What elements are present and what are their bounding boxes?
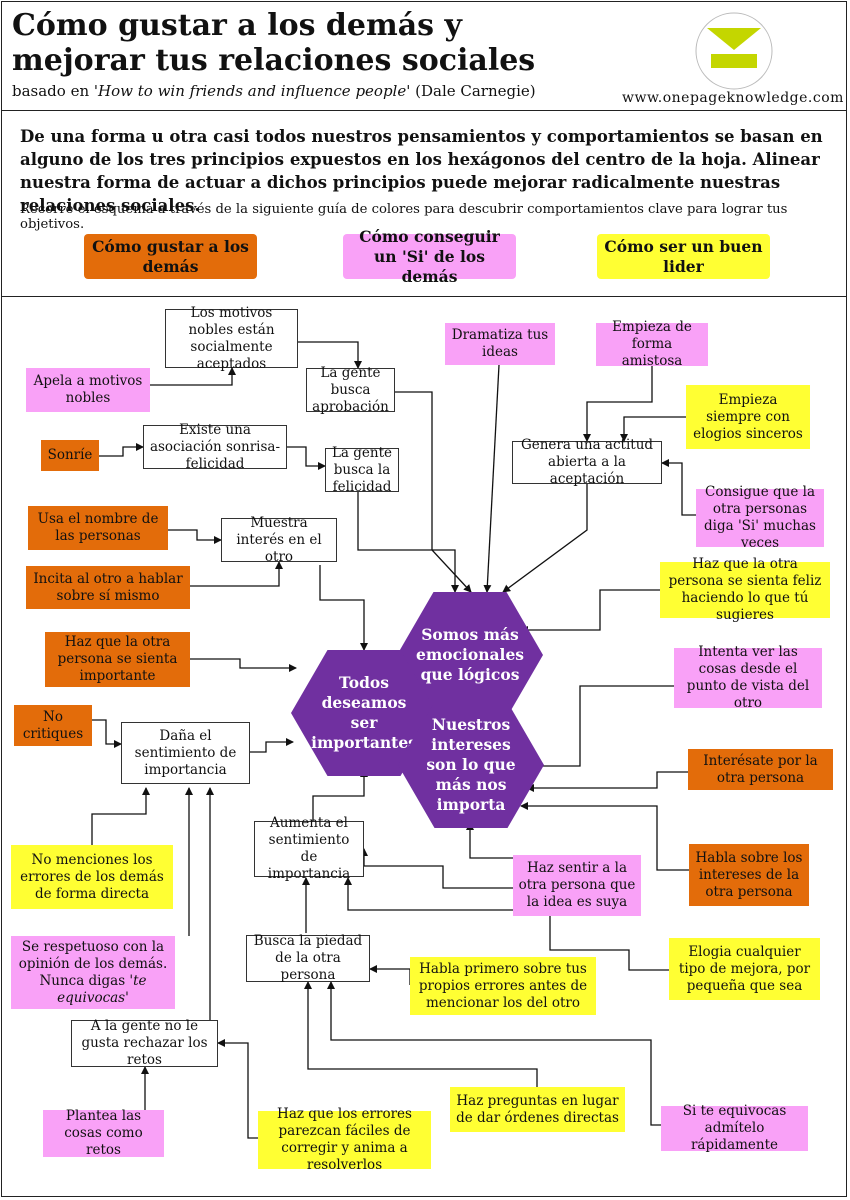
onepageknowledge-logo-icon [695,12,773,90]
node-incita: Incita al otro a hablar sobre sí mismo [26,566,190,609]
node-respetuoso: Se respetuoso con la opinión de los demá… [11,936,175,1009]
edge [502,484,588,593]
edge [91,787,150,845]
node-respetuoso-text: Se respetuoso con la opinión de los demá… [15,939,171,1007]
node-amistosa: Empieza de forma amistosa [596,319,708,369]
node-respetuoso-line1: Se respetuoso con la opinión de los demá… [18,938,168,989]
node-habla-primero: Habla primero sobre tus propios errores … [410,957,596,1015]
node-sonrie: Sonríe [41,440,99,471]
node-aprobacion: La gente busca aprobación [306,365,395,415]
node-plantea: Plantea las cosas como retos [43,1108,164,1158]
node-nombre: Usa el nombre de las personas [28,506,168,550]
node-no-menciones: No menciones los errores de los demás de… [11,845,173,909]
edge [298,341,362,369]
edge [190,658,297,672]
edge [304,981,538,1087]
edge [150,367,236,386]
legend-pink: Cómo conseguir un 'Si' de los demás [343,227,516,286]
edge [190,561,283,587]
edge [217,1039,258,1139]
node-actitud: Genera una actitud abierta a la aceptaci… [512,437,662,487]
edge [529,685,674,770]
legend-orange: Cómo gustar a los demás [84,234,257,279]
node-elogia: Elogia cualquier tipo de mejora, por peq… [669,938,820,1000]
edge [661,459,696,516]
node-habla-intereses: Habla sobre los intereses de la otra per… [689,844,809,906]
node-elogios: Empieza siempre con elogios sinceros [686,385,810,449]
intro-text: De una forma u otra casi todos nuestros … [20,127,823,215]
edge [395,391,472,593]
author: (Dale Carnegie) [410,82,536,100]
node-preguntas: Haz preguntas en lugar de dar órdenes di… [450,1087,625,1132]
edge [466,822,514,859]
node-retos: A la gente no le gusta rechazar los reto… [71,1018,218,1068]
node-muestra-interes: Muestra interés en el otro [221,515,337,565]
edge [327,981,661,1126]
edge [312,769,368,821]
page-title: Cómo gustar a los demás y mejorar tus re… [12,8,536,78]
node-respetuoso-quote: 'te equivocas' [57,972,147,1006]
subtitle: basado en 'How to win friends and influe… [12,82,536,100]
edge [360,848,513,889]
node-punto-vista: Intenta ver las cosas desde el punto de … [674,644,822,711]
edge [520,589,660,634]
node-interesate: Interésate por la otra persona [688,749,833,790]
node-errores-faciles: Haz que los errores parezcan fáciles de … [258,1106,431,1173]
book-title: 'How to win friends and influence people… [93,82,411,100]
edge [344,877,669,971]
node-sienta-importante: Haz que la otra persona se sienta import… [45,632,190,687]
edge [526,771,688,792]
edge [250,738,294,753]
node-dana: Daña el sentimiento de importancia [121,722,250,784]
edge [483,364,500,593]
edge [287,446,326,470]
edge [357,492,459,593]
node-aumenta: Aumenta el sentimiento de importancia [254,815,364,882]
node-motivos-nobles: Los motivos nobles están socialmente ace… [165,305,298,372]
edge [92,719,122,748]
edge [99,443,144,457]
edge [620,416,686,442]
node-asociacion: Existe una asociación sonrisa-felicidad [143,422,287,472]
website-url: www.onepageknowledge.com [622,90,844,106]
edge [369,965,411,985]
edge [319,565,368,651]
edge [168,529,222,544]
legend-divider [1,296,847,297]
edge [583,366,653,442]
legend-yellow: Cómo ser un buen lider [597,234,770,279]
node-dramatiza: Dramatiza tus ideas [445,323,555,365]
node-consigue-si: Consigue que la otra personas diga 'Si' … [696,484,824,551]
node-idea-suya: Haz sentir a la otra persona que la idea… [513,855,641,916]
subtitle-prefix: basado en [12,82,94,100]
edge [520,802,689,871]
node-felicidad: La gente busca la felicidad [325,445,399,495]
node-piedad: Busca la piedad de la otra persona [246,933,370,983]
node-apela: Apela a motivos nobles [26,368,150,412]
header-divider [1,110,847,111]
node-equivocas: Si te equivocas admítelo rápidamente [661,1103,808,1153]
node-no-critiques: No critiques [14,705,92,746]
guide-text: Recorre el esquema a través de la siguie… [20,202,788,232]
node-feliz-sugieres: Haz que la otra persona se sienta feliz … [660,556,830,623]
